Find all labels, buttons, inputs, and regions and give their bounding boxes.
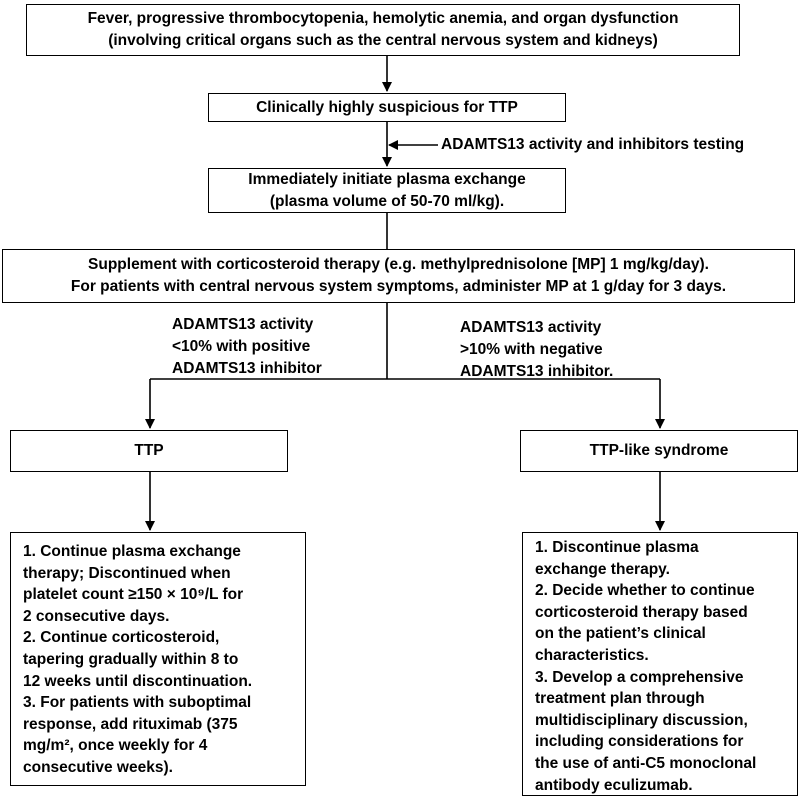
suspicion-text: Clinically highly suspicious for TTP [256,99,518,116]
ttp-box: TTP [10,430,288,472]
presentation-box: Fever, progressive thrombocytopenia, hem… [26,4,740,56]
ttp-like-management-line-4: corticosteroid therapy based [535,603,748,621]
left-branch-line-3: ADAMTS13 inhibitor [172,360,322,377]
presentation-line-1: Fever, progressive thrombocytopenia, hem… [87,10,679,27]
ttp-management-line-10: mg/m², once weekly for 4 [23,737,208,755]
left-branch-label: ADAMTS13 activity <10% with positive ADA… [172,314,322,380]
ttp-management-line-1: 1. Continue plasma exchange [23,543,241,560]
plasma-exchange-box: Immediately initiate plasma exchange (pl… [208,168,566,213]
ttp-like-management-line-5: on the patient’s clinical [535,625,706,643]
ttp-like-management-line-10: including considerations for [535,733,744,751]
suspicion-box: Clinically highly suspicious for TTP [208,93,566,122]
left-branch-line-2: <10% with positive [172,338,311,355]
ttp-like-management-box: 1. Discontinue plasma exchange therapy. … [522,532,798,796]
ttp-like-management-line-3: 2. Decide whether to continue [535,582,755,600]
ttp-management-line-2: therapy; Discontinued when [23,564,231,582]
ttp-management-line-3: platelet count ≥150 × 10⁹/L for [23,586,244,604]
ttp-management-line-4: 2 consecutive days. [23,607,170,625]
ttp-management-line-5: 2. Continue corticosteroid, [23,629,220,647]
ttp-like-management-line-12: antibody eculizumab. [535,776,693,794]
ttp-management-line-8: 3. For patients with suboptimal [23,694,252,712]
right-branch-line-1: ADAMTS13 activity [460,319,602,336]
ttp-management-line-6: tapering gradually within 8 to [23,650,239,668]
testing-label: ADAMTS13 activity and inhibitors testing [441,136,745,153]
ttp-like-management-line-6: characteristics. [535,646,649,664]
corticosteroid-box: Supplement with corticosteroid therapy (… [2,249,795,303]
right-branch-label: ADAMTS13 activity >10% with negative ADA… [460,317,613,383]
corticosteroid-line-2: For patients with central nervous system… [70,278,727,295]
ttp-management-line-9: response, add rituximab (375 [23,715,238,733]
ttp-management-line-7: 12 weeks until discontinuation. [23,672,253,690]
ttp-like-box: TTP-like syndrome [520,430,798,472]
ttp-like-management-line-9: multidisciplinary discussion, [535,711,748,729]
ttp-like-management-line-1: 1. Discontinue plasma [535,539,699,556]
ttp-like-management-line-8: treatment plan through [535,690,705,708]
right-branch-line-2: >10% with negative [460,341,603,358]
corticosteroid-line-1: Supplement with corticosteroid therapy (… [88,256,709,273]
ttp-like-management-line-11: the use of anti-C5 monoclonal [535,754,757,772]
ttp-management-line-11: consecutive weeks). [23,758,173,776]
plasma-exchange-line-2: (plasma volume of 50-70 ml/kg). [269,193,505,210]
ttp-like-text: TTP-like syndrome [589,442,729,459]
ttp-management-box: 1. Continue plasma exchange therapy; Dis… [10,532,306,786]
plasma-exchange-line-1: Immediately initiate plasma exchange [248,171,526,188]
ttp-text: TTP [134,442,164,459]
right-branch-line-3: ADAMTS13 inhibitor. [460,363,614,380]
ttp-like-management-line-2: exchange therapy. [535,560,670,578]
ttp-like-management-line-7: 3. Develop a comprehensive [535,668,744,686]
left-branch-line-1: ADAMTS13 activity [172,316,314,333]
presentation-line-2: (involving critical organs such as the c… [108,32,658,49]
